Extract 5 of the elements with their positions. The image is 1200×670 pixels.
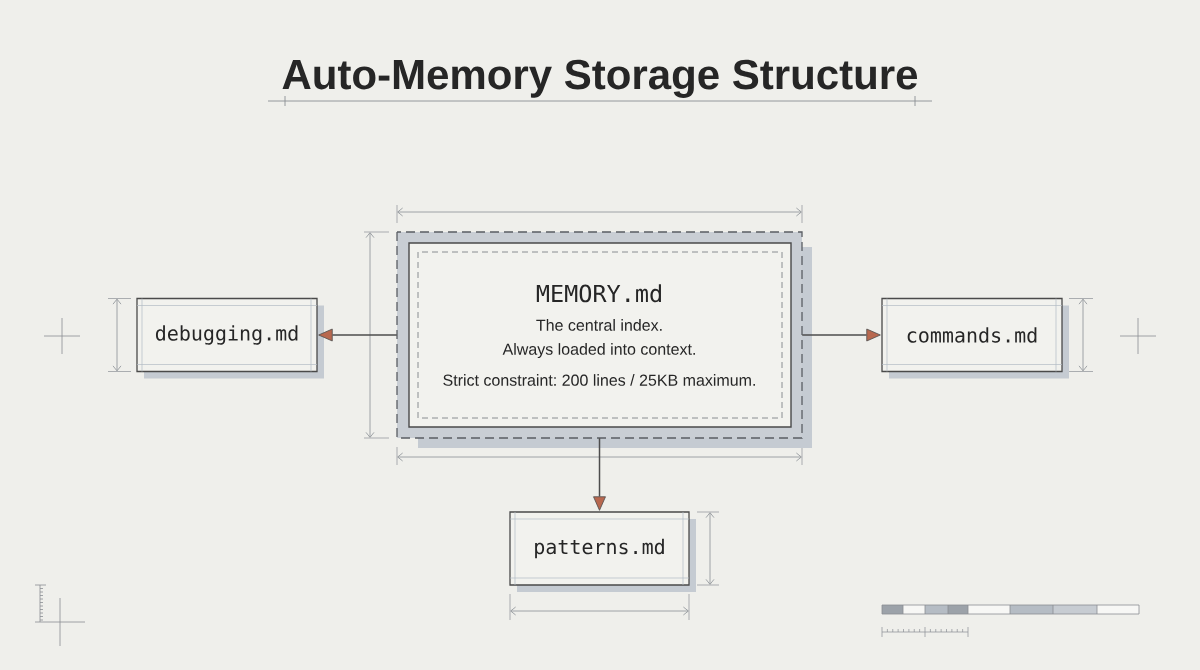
title: Auto-Memory Storage Structure [282,59,918,98]
file-box: patterns.md [509,511,696,592]
file-box: debugging.md [136,297,324,379]
file-box: MEMORY.md The central index. Always loaded into context. Strict constraint: 200 lines / 25KB maximum. [396,231,812,448]
file-box: commands.md [881,297,1069,379]
